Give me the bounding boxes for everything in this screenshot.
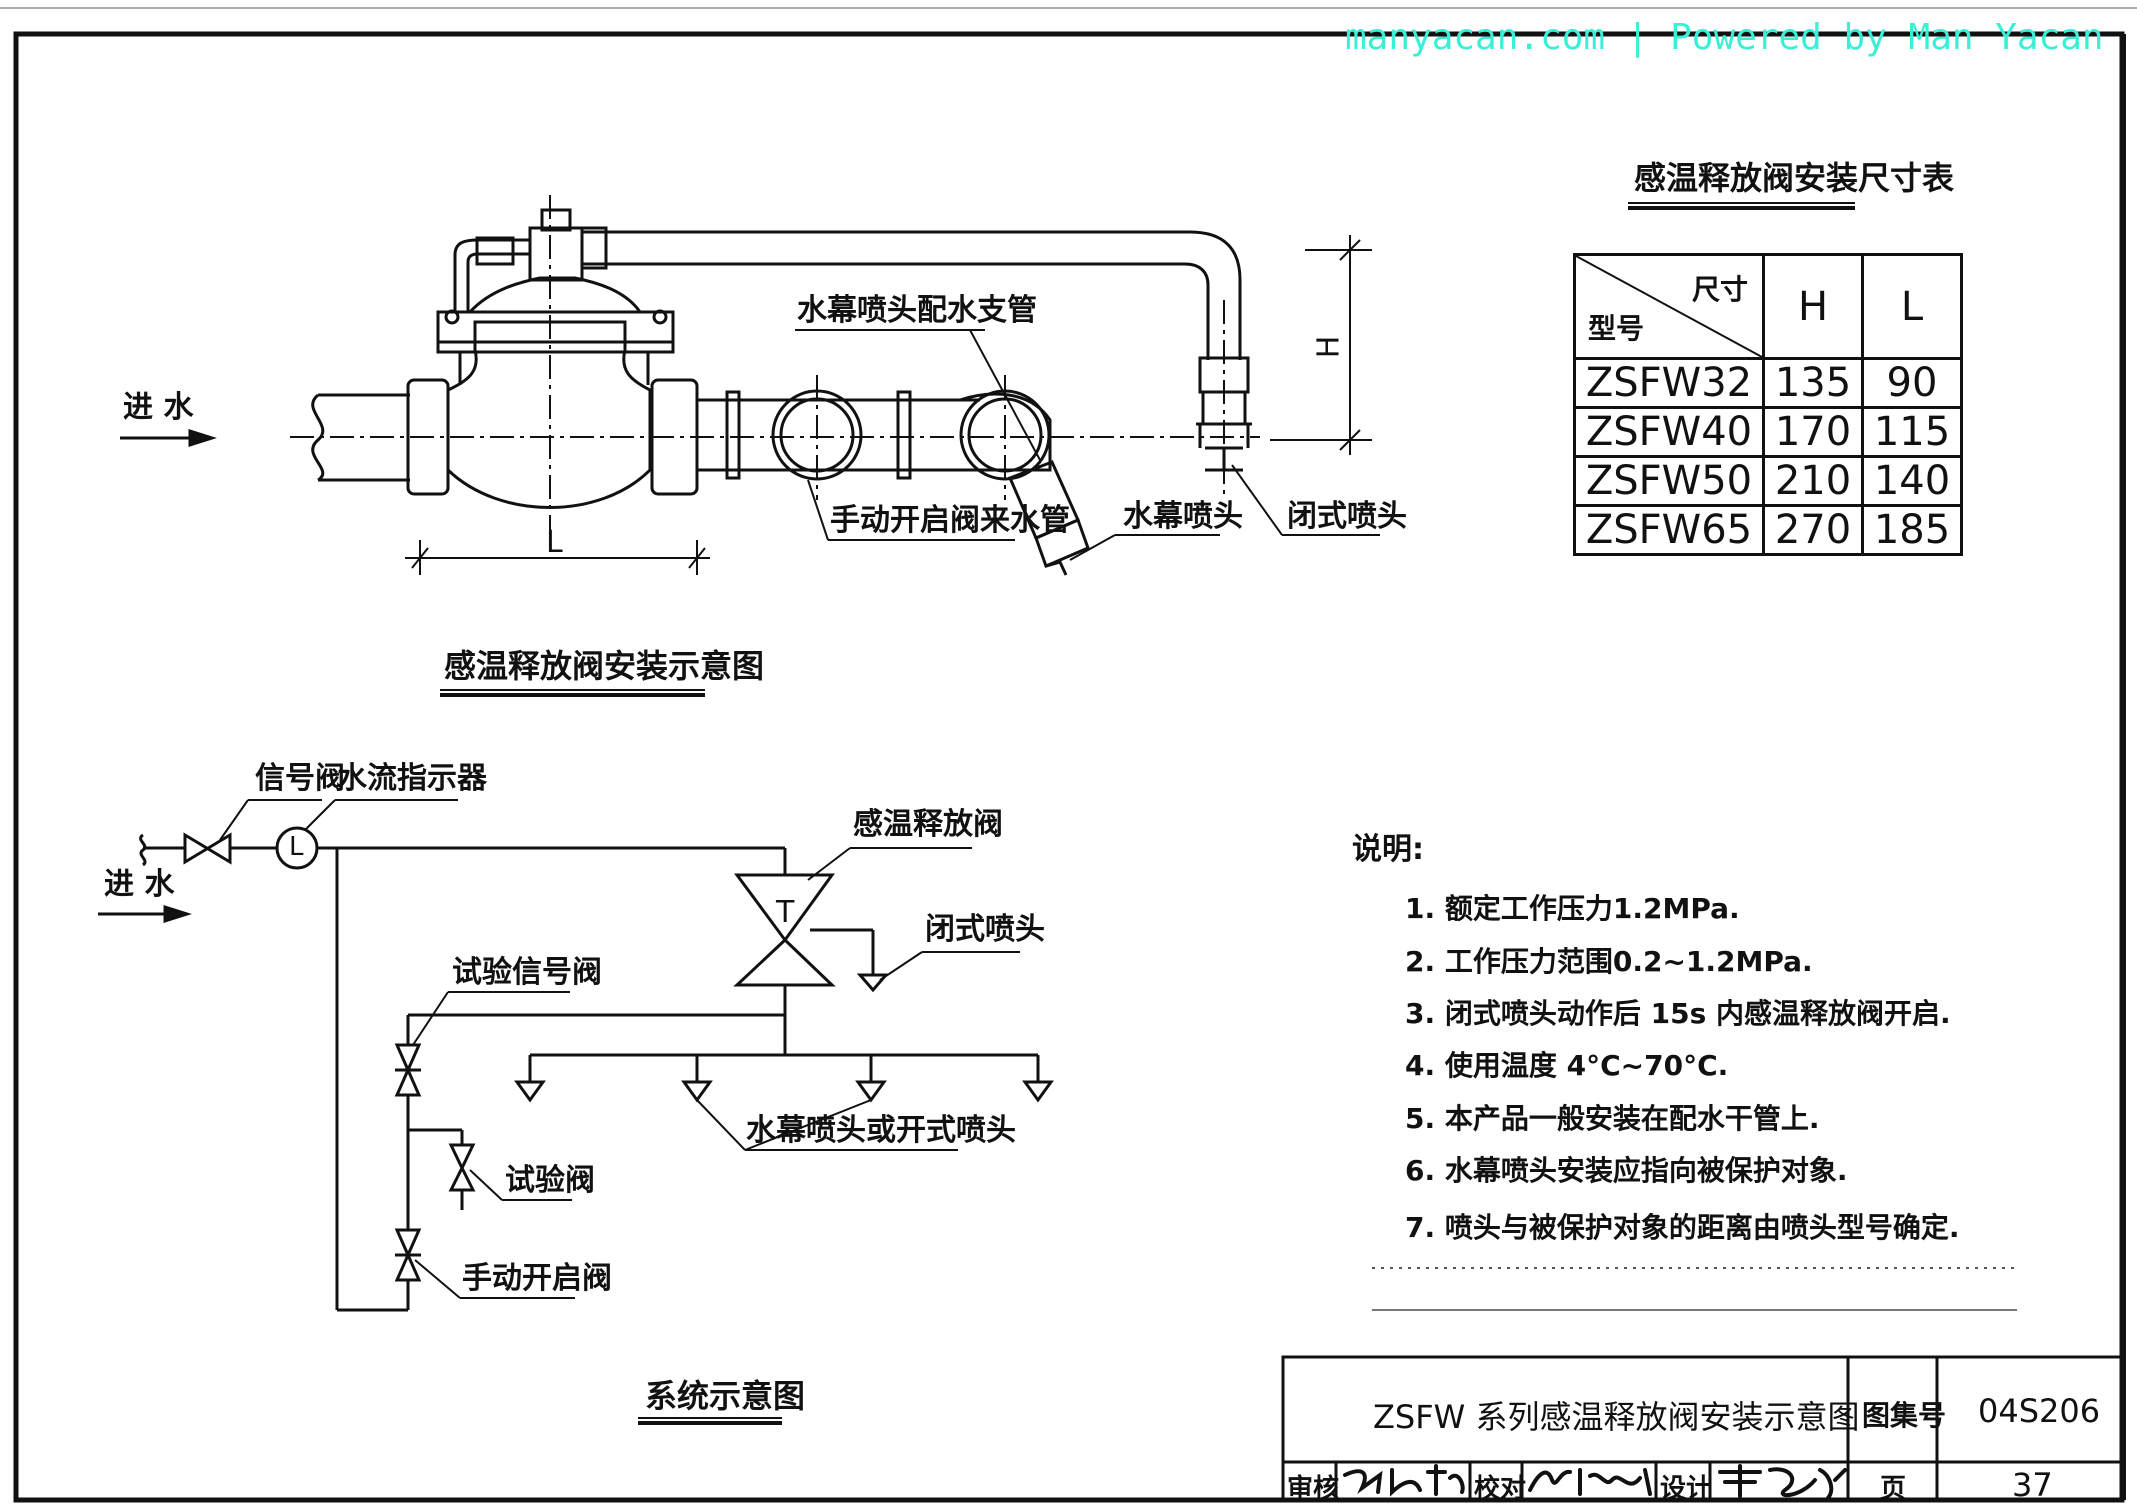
table-row: ZSFW32 135 90 (1573, 357, 1963, 409)
release-valve-symbol-label: T (776, 895, 795, 930)
h-cell: 170 (1762, 406, 1864, 458)
signal-valve-label: 信号阀 (255, 761, 345, 796)
test-valve-label: 试验阀 (505, 1163, 595, 1198)
system-inlet-label: 进 水 (104, 867, 175, 902)
release-valve-label: 感温释放阀 (853, 807, 1003, 842)
dimension-table-title: 感温释放阀安装尺寸表 (1634, 159, 1955, 197)
notes-heading: 说明: (1352, 832, 1424, 867)
sheet-border (13, 31, 2125, 1503)
h-cell: 270 (1762, 504, 1864, 556)
curtain-nozzle-label: 水幕喷头 (1123, 499, 1243, 534)
manual-valve-label: 手动开启阀 (462, 1261, 612, 1296)
atlas-number: 04S206 (1978, 1392, 2101, 1430)
design-label: 设计 (1660, 1474, 1713, 1504)
test-valve-symbol (448, 1143, 476, 1172)
dimension-table: 尺寸 型号 H L ZSFW32 135 90 ZSFW40 170 115 Z… (1573, 253, 1963, 556)
model-cell: ZSFW32 (1573, 357, 1765, 409)
open-nozzle-1 (514, 1080, 546, 1103)
drawing-title: ZSFW 系列感温释放阀安装示意图 (1373, 1398, 1860, 1436)
note-item: 6. 水幕喷头安装应指向被保护对象. (1405, 1154, 1848, 1187)
corner-diagonal (1576, 256, 1762, 357)
release-valve-assembly (311, 208, 1252, 509)
flow-indicator-symbol-label: L (289, 832, 304, 862)
table-row: ZSFW65 270 185 (1573, 504, 1963, 556)
dimension-table-corner: 尺寸 型号 (1573, 253, 1765, 360)
table-row: ZSFW40 170 115 (1573, 406, 1963, 458)
test-signal-valve-symbol (394, 1043, 422, 1074)
open-nozzle-4 (1022, 1080, 1054, 1103)
h-dimension-label: H (1311, 335, 1347, 359)
model-cell: ZSFW50 (1573, 455, 1765, 507)
corner-bottom-label: 型号 (1588, 312, 1645, 345)
release-valve-symbol (734, 873, 835, 943)
open-nozzle-2 (681, 1080, 713, 1103)
corner-top-label: 尺寸 (1691, 273, 1748, 306)
l-cell: 185 (1861, 504, 1963, 556)
install-inlet-label: 进 水 (123, 390, 194, 425)
review-label: 审核 (1287, 1474, 1340, 1504)
page-label: 页 (1880, 1474, 1907, 1504)
closed-nozzle-symbol (856, 973, 890, 993)
signal-valve-symbol (183, 832, 232, 865)
nozzles-label: 水幕喷头或开式喷头 (746, 1113, 1016, 1148)
system-diagram-title: 系统示意图 (645, 1377, 806, 1415)
branch-pipe-label: 水幕喷头配水支管 (797, 293, 1037, 328)
watermark: manyacan.com | Powered by Man Yacan (1345, 17, 2104, 58)
l-dimension-label: L (546, 525, 563, 560)
note-item: 5. 本产品一般安装在配水干管上. (1405, 1102, 1820, 1135)
install-diagram-title: 感温释放阀安装示意图 (444, 647, 765, 685)
table-row: ZSFW50 210 140 (1573, 455, 1963, 507)
atlas-label: 图集号 (1862, 1399, 1947, 1432)
open-nozzle-3 (855, 1080, 887, 1103)
system-closed-nozzle-label: 闭式喷头 (925, 912, 1045, 947)
h-cell: 135 (1762, 357, 1864, 409)
note-item: 1. 额定工作压力1.2MPa. (1405, 892, 1740, 925)
check-label: 校对 (1474, 1474, 1527, 1504)
manual-pipe-label: 手动开启阀来水管 (830, 503, 1070, 538)
test-signal-valve-label: 试验信号阀 (452, 955, 602, 990)
model-cell: ZSFW65 (1573, 504, 1765, 556)
note-item: 7. 喷头与被保护对象的距离由喷头型号确定. (1405, 1211, 1960, 1244)
note-item: 2. 工作压力范围0.2~1.2MPa. (1405, 945, 1813, 978)
flow-indicator-label: 水流指示器 (337, 761, 487, 796)
closed-nozzle-label: 闭式喷头 (1287, 499, 1407, 534)
model-cell: ZSFW40 (1573, 406, 1765, 458)
note-item: 4. 使用温度 4°C~70°C. (1405, 1049, 1729, 1082)
system-schematic (139, 826, 1054, 1312)
l-cell: 115 (1861, 406, 1963, 458)
h-cell: 210 (1762, 455, 1864, 507)
note-item: 3. 闭式喷头动作后 15s 内感温释放阀开启. (1405, 997, 1951, 1030)
title-block (1281, 1355, 2124, 1502)
col-h-header: H (1762, 253, 1864, 360)
l-cell: 140 (1861, 455, 1963, 507)
col-l-header: L (1861, 253, 1963, 360)
l-cell: 90 (1861, 357, 1963, 409)
manual-valve-symbol (394, 1228, 422, 1259)
page-number: 37 (2012, 1466, 2053, 1504)
